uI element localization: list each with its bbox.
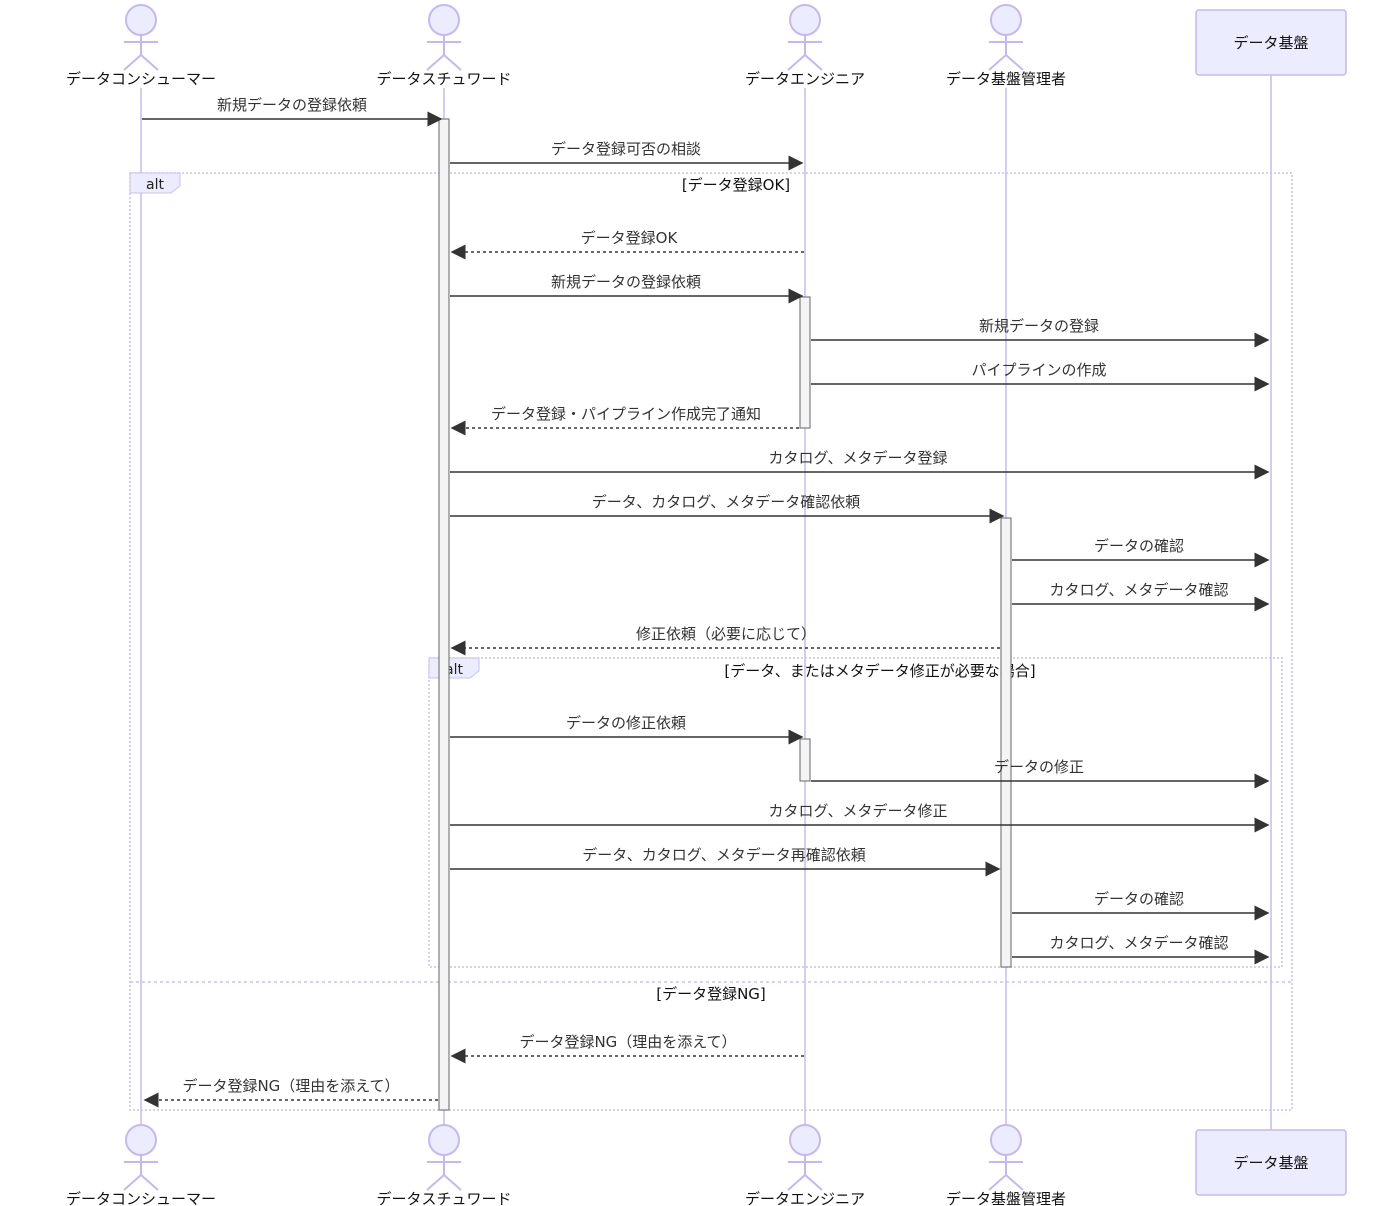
message: データの修正 <box>811 758 1270 789</box>
actor-admin-top[interactable]: データ基盤管理者 <box>946 4 1066 88</box>
message: 新規データの登録依頼 <box>142 96 443 127</box>
actor-consumer-bottom[interactable]: データコンシューマー <box>66 1124 216 1206</box>
message: カタログ、メタデータ確認 <box>1012 934 1270 965</box>
message: データ登録OK <box>450 229 804 260</box>
message: 新規データの登録依頼 <box>450 273 804 304</box>
message: カタログ、メタデータ登録 <box>450 449 1270 480</box>
activation-steward <box>438 118 450 1111</box>
message: データ登録可否の相談 <box>450 140 804 171</box>
message: データ、カタログ、メタデータ確認依頼 <box>450 493 1005 524</box>
message-label: 修正依頼（必要に応じて） <box>636 625 816 643</box>
actor-engineer-top[interactable]: データエンジニア <box>745 4 865 88</box>
message: 修正依頼（必要に応じて） <box>450 625 1000 656</box>
messages: 新規データの登録依頼 データ登録可否の相談 データ登録OK 新規データの登録依頼… <box>142 96 1270 1108</box>
alt-keyword-inner: alt <box>445 662 463 678</box>
message-label: 新規データの登録依頼 <box>551 273 701 291</box>
actor-engineer-bottom[interactable]: データエンジニア <box>745 1124 865 1206</box>
alt-frame-outer <box>129 172 1293 1111</box>
actor-steward-bottom[interactable]: データスチュワード <box>376 1124 512 1206</box>
participant-box <box>1195 9 1347 76</box>
message-label: カタログ、メタデータ確認 <box>1050 934 1229 952</box>
message-label: データ登録NG（理由を添えて） <box>182 1077 399 1095</box>
participant-box <box>1195 1129 1347 1196</box>
actor-body <box>123 1155 159 1191</box>
actor-consumer-top[interactable]: データコンシューマー <box>66 4 216 88</box>
actor-body <box>787 1155 823 1191</box>
actor-label: データスチュワード <box>376 70 511 88</box>
message: データ登録・パイプライン作成完了通知 <box>450 405 799 436</box>
message-label: カタログ、メタデータ確認 <box>1050 581 1229 599</box>
message-label: データ登録・パイプライン作成完了通知 <box>491 405 761 423</box>
actor-body <box>123 35 159 71</box>
message: データの確認 <box>1012 890 1270 921</box>
message-label: パイプラインの作成 <box>971 361 1106 379</box>
alt-fragment-inner: alt [データ、またはメタデータ修正が必要な場合] <box>428 657 1283 968</box>
alt-fragment-outer: alt [データ登録OK] [データ登録NG] <box>129 172 1293 1111</box>
message: データ、カタログ、メタデータ再確認依頼 <box>450 846 1001 877</box>
alt-condition-ok: [データ登録OK] <box>682 176 790 194</box>
message: データの確認 <box>1012 537 1270 568</box>
actor-icon <box>990 1124 1022 1156</box>
message-label: カタログ、メタデータ修正 <box>769 802 948 820</box>
message: データ登録NG（理由を添えて） <box>450 1033 804 1064</box>
message: データの修正依頼 <box>450 714 804 745</box>
actor-icon <box>125 4 157 36</box>
message-label: データの確認 <box>1094 890 1184 908</box>
activation-engineer-2 <box>799 738 811 782</box>
actor-icon <box>990 4 1022 36</box>
participant-platform-bottom[interactable]: データ基盤 <box>1195 1129 1347 1196</box>
actor-body <box>787 35 823 71</box>
actor-body <box>426 1155 462 1191</box>
message: データ登録NG（理由を添えて） <box>143 1077 438 1108</box>
alt-keyword-outer: alt <box>146 177 164 193</box>
actor-label: データエンジニア <box>745 70 865 88</box>
participant-label: データ基盤 <box>1233 1154 1308 1172</box>
message-label: データ、カタログ、メタデータ確認依頼 <box>592 493 861 511</box>
message-label: データ登録NG（理由を添えて） <box>519 1033 736 1051</box>
actor-body <box>426 35 462 71</box>
participant-platform-top[interactable]: データ基盤 <box>1195 9 1347 76</box>
message-label: カタログ、メタデータ登録 <box>769 449 948 467</box>
message-label: データの確認 <box>1094 537 1184 555</box>
message: カタログ、メタデータ修正 <box>450 802 1270 833</box>
message-label: データの修正依頼 <box>566 714 686 732</box>
message-label: データ、カタログ、メタデータ再確認依頼 <box>582 846 866 864</box>
participant-label: データ基盤 <box>1233 34 1308 52</box>
actor-label: データコンシューマー <box>66 1190 216 1206</box>
actor-icon <box>428 4 460 36</box>
actor-label: データスチュワード <box>376 1190 511 1206</box>
actor-icon <box>428 1124 460 1156</box>
actor-body <box>988 35 1024 71</box>
activations <box>438 118 1012 1111</box>
actor-label: データエンジニア <box>745 1190 865 1206</box>
alt-frame-inner <box>428 657 1283 968</box>
actor-body <box>988 1155 1024 1191</box>
actor-icon <box>789 4 821 36</box>
actor-label: データコンシューマー <box>66 70 216 88</box>
alt-condition-ng: [データ登録NG] <box>656 985 766 1003</box>
actor-admin-bottom[interactable]: データ基盤管理者 <box>946 1124 1066 1206</box>
activation-admin <box>1000 517 1012 968</box>
actor-icon <box>125 1124 157 1156</box>
message-label: 新規データの登録 <box>979 317 1099 335</box>
actor-icon <box>789 1124 821 1156</box>
message-label: 新規データの登録依頼 <box>217 96 367 114</box>
actor-steward-top[interactable]: データスチュワード <box>376 4 512 88</box>
message: パイプラインの作成 <box>811 361 1270 392</box>
participants-top: データコンシューマー データスチュワード データエンジニア データ基盤管理者 デ… <box>66 4 1347 88</box>
lifelines <box>140 75 1272 1130</box>
actor-label: データ基盤管理者 <box>946 70 1066 88</box>
message-label: データ登録OK <box>581 229 679 247</box>
activation-engineer-1 <box>799 296 811 429</box>
actor-label: データ基盤管理者 <box>946 1190 1066 1206</box>
message: カタログ、メタデータ確認 <box>1012 581 1270 612</box>
message-label: データの修正 <box>994 758 1084 776</box>
message: 新規データの登録 <box>811 317 1270 348</box>
participants-bottom: データコンシューマー データスチュワード データエンジニア データ基盤管理者 デ… <box>66 1124 1347 1206</box>
message-label: データ登録可否の相談 <box>551 140 701 158</box>
alt-condition-fix: [データ、またはメタデータ修正が必要な場合] <box>724 662 1035 680</box>
alt-tab-outer <box>129 172 181 194</box>
